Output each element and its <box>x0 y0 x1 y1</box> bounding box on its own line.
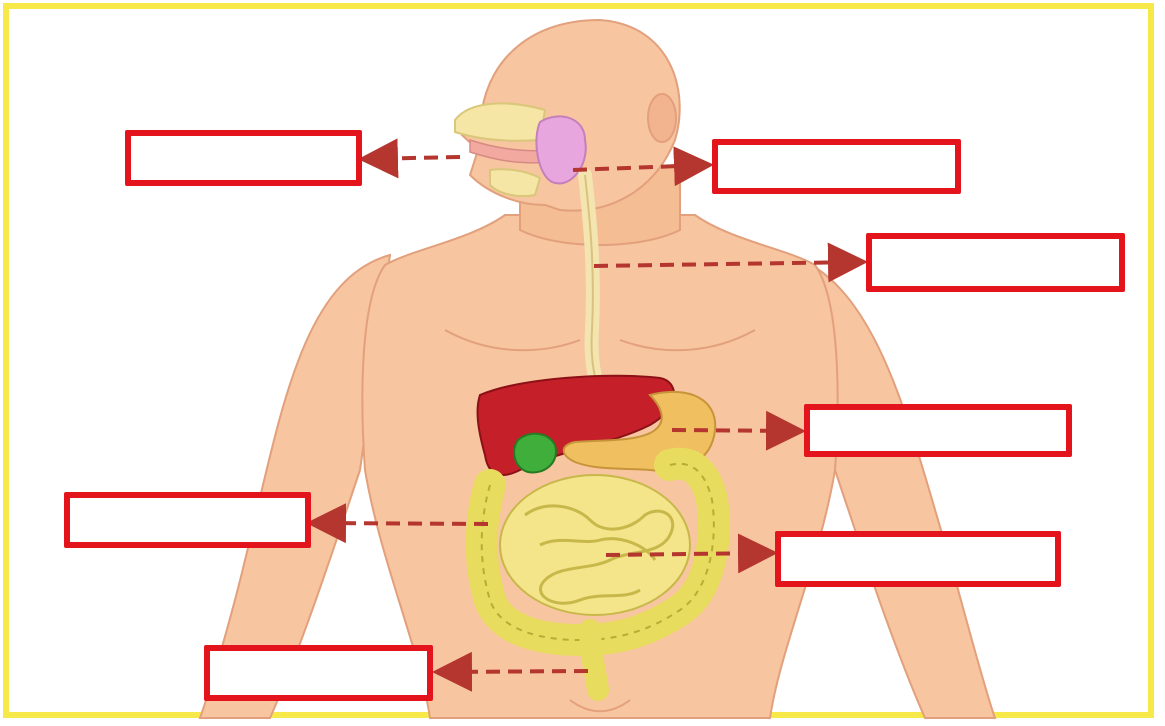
small-intestine <box>500 475 690 615</box>
label-box-esophagus[interactable] <box>866 233 1125 292</box>
label-box-salivary-gland[interactable] <box>712 139 961 194</box>
rectum <box>590 630 598 690</box>
label-box-rectum[interactable] <box>204 645 433 701</box>
arrow-mouth <box>366 157 460 159</box>
label-box-stomach[interactable] <box>804 404 1072 457</box>
label-box-mouth[interactable] <box>125 130 362 186</box>
label-box-small-intestine[interactable] <box>775 531 1061 587</box>
label-box-large-intestine[interactable] <box>64 492 311 548</box>
gallbladder <box>514 434 556 473</box>
mouth-organs <box>455 103 586 196</box>
